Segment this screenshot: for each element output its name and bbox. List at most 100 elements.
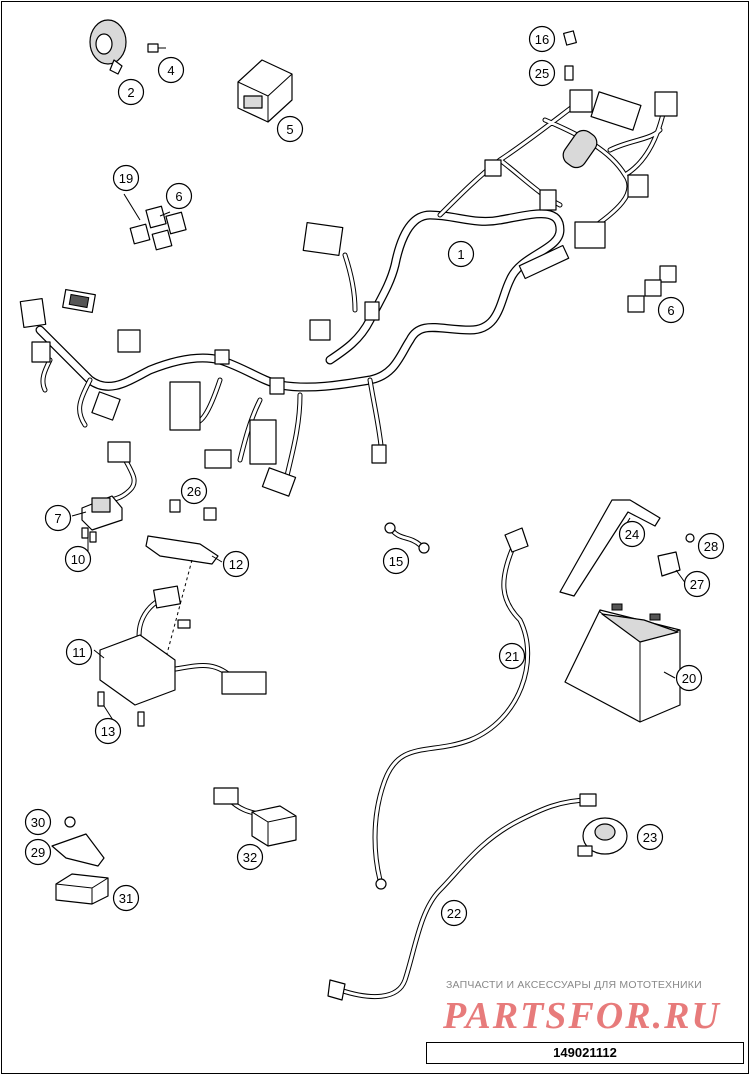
callout-label: 29 <box>31 845 45 860</box>
callout-label: 23 <box>643 830 657 845</box>
document-number: 149021112 <box>426 1042 744 1064</box>
callout-32: 32 <box>236 843 264 871</box>
callout-circle <box>112 164 140 192</box>
bracket-part-29 <box>51 833 105 867</box>
callout-circle <box>94 717 122 745</box>
callout-circle <box>24 838 52 866</box>
callout-circle <box>165 182 193 210</box>
main-wiring-harness <box>19 89 678 497</box>
callout-15: 15 <box>382 547 410 575</box>
screws-part-13 <box>97 691 145 727</box>
callout-label: 6 <box>175 189 182 204</box>
callout-label: 22 <box>447 906 461 921</box>
callout-circle <box>382 547 410 575</box>
callout-2: 2 <box>117 78 145 106</box>
screws-part-10 <box>81 527 97 543</box>
callout-circle <box>222 550 250 578</box>
callout-27: 27 <box>683 570 711 598</box>
callouts-group: 1245667101112131516192021222324252627282… <box>24 25 725 927</box>
battery-part-20 <box>564 603 681 723</box>
callout-circle <box>276 115 304 143</box>
callout-1: 1 <box>447 240 475 268</box>
callout-label: 21 <box>505 649 519 664</box>
callout-circle <box>675 664 703 692</box>
callout-7: 7 <box>44 504 72 532</box>
callout-circle <box>447 240 475 268</box>
callout-circle <box>180 477 208 505</box>
screw-part-28 <box>685 533 695 543</box>
fuses-part-19-6 <box>129 205 187 251</box>
flasher-part-32 <box>213 787 297 847</box>
clip-part-27 <box>657 551 681 577</box>
callout-label: 16 <box>535 32 549 47</box>
callout-13: 13 <box>94 717 122 745</box>
callout-24: 24 <box>618 520 646 548</box>
callout-6: 6 <box>657 296 685 324</box>
callout-label: 31 <box>119 891 133 906</box>
callout-circle <box>498 642 526 670</box>
callout-label: 24 <box>625 527 639 542</box>
horn-part <box>89 19 127 75</box>
battery-strap-part-24 <box>559 499 661 597</box>
callout-31: 31 <box>112 884 140 912</box>
callout-circle <box>44 504 72 532</box>
callout-circle <box>683 570 711 598</box>
callout-21: 21 <box>498 642 526 670</box>
callout-label: 26 <box>187 484 201 499</box>
callout-6: 6 <box>165 182 193 210</box>
callout-circle <box>528 59 556 87</box>
callout-circle <box>697 532 725 560</box>
callout-circle <box>117 78 145 106</box>
fuse-part-16 <box>563 30 577 46</box>
callout-circle <box>236 843 264 871</box>
watermark-tagline: ЗАПЧАСТИ И АКСЕССУАРЫ ДЛЯ МОТОТЕХНИКИ <box>446 979 702 991</box>
module-part-31 <box>55 873 109 905</box>
fuses-part-6-right <box>627 265 677 313</box>
callout-label: 27 <box>690 577 704 592</box>
callout-25: 25 <box>528 59 556 87</box>
callout-circle <box>440 899 468 927</box>
callout-circle <box>636 823 664 851</box>
screw-part-30 <box>64 816 76 828</box>
callout-circle <box>24 808 52 836</box>
callout-28: 28 <box>697 532 725 560</box>
callout-circle <box>65 638 93 666</box>
callout-label: 2 <box>127 85 134 100</box>
callout-label: 4 <box>167 63 174 78</box>
sensor-part-7 <box>81 441 137 531</box>
callout-label: 10 <box>71 552 85 567</box>
callout-circle <box>64 545 92 573</box>
callout-label: 11 <box>72 645 86 660</box>
callout-19: 19 <box>112 164 140 192</box>
watermark-brand: PARTSFOR.RU <box>443 995 721 1037</box>
cable-part-21 <box>372 527 531 890</box>
callout-label: 13 <box>101 724 115 739</box>
screw-part-4 <box>147 43 166 53</box>
fuse-part-25 <box>564 65 574 81</box>
callout-label: 6 <box>667 303 674 318</box>
callout-23: 23 <box>636 823 664 851</box>
callout-label: 32 <box>243 850 257 865</box>
callout-label: 7 <box>54 511 61 526</box>
callout-26: 26 <box>180 477 208 505</box>
callout-10: 10 <box>64 545 92 573</box>
callout-circle <box>157 56 185 84</box>
cable-part-22 <box>327 793 597 1001</box>
callout-11: 11 <box>65 638 93 666</box>
regulator-part-11 <box>99 585 267 706</box>
callout-29: 29 <box>24 838 52 866</box>
callout-label: 1 <box>457 247 464 262</box>
callout-label: 28 <box>704 539 718 554</box>
callout-label: 20 <box>682 671 696 686</box>
callout-circle <box>657 296 685 324</box>
callout-16: 16 <box>528 25 556 53</box>
callout-22: 22 <box>440 899 468 927</box>
callout-label: 12 <box>229 557 243 572</box>
callout-circle <box>112 884 140 912</box>
callout-circle <box>618 520 646 548</box>
callout-label: 25 <box>535 66 549 81</box>
callout-circle <box>528 25 556 53</box>
